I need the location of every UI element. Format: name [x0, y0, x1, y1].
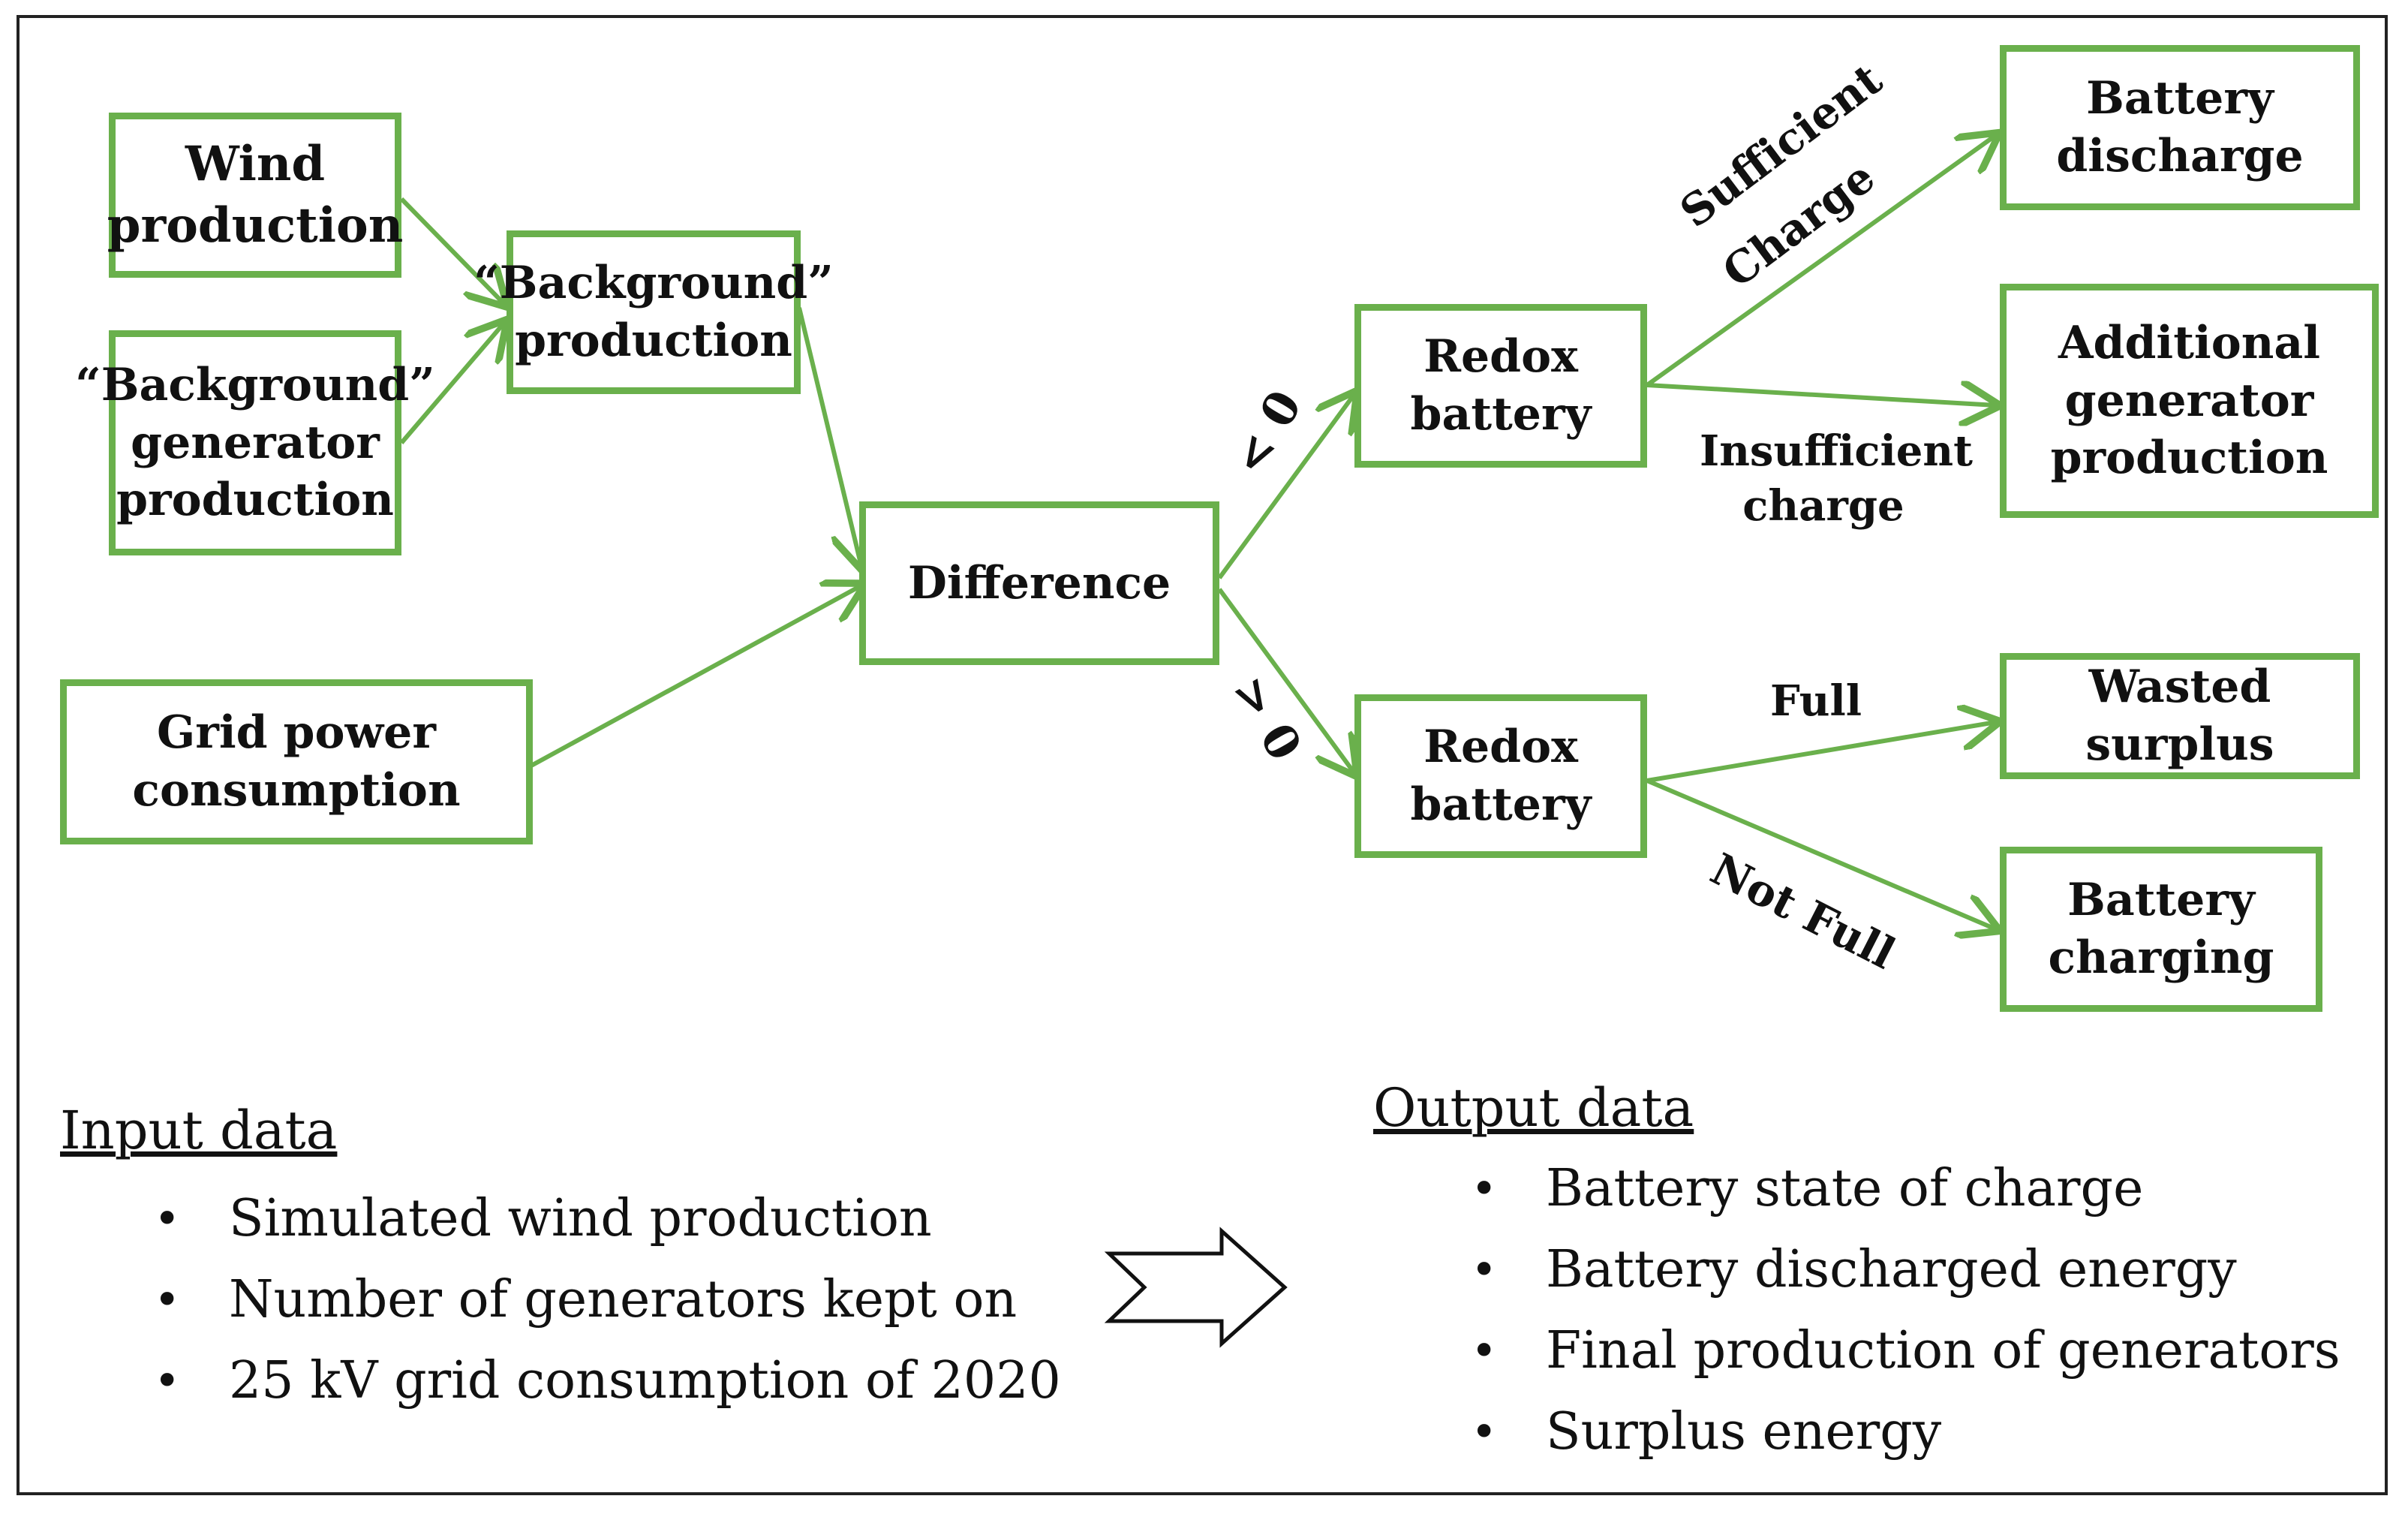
- battery-charging-label: Battery charging: [2048, 874, 2274, 984]
- list-item: • Number of generators kept on: [146, 1260, 1061, 1341]
- list-item: • Surplus energy: [1463, 1392, 2340, 1473]
- redox-battery-lower-box: Redox battery: [1354, 694, 1647, 858]
- bullet-icon: •: [154, 1355, 181, 1407]
- list-item: • Battery state of charge: [1463, 1148, 2340, 1230]
- list-item-text: Battery state of charge: [1546, 1159, 2144, 1218]
- wasted-surplus-label: Wasted surplus: [2085, 661, 2274, 771]
- grid-power-consumption-box: Grid power consumption: [60, 679, 533, 844]
- battery-discharge-box: Battery discharge: [2000, 45, 2360, 210]
- list-item-text: Number of generators kept on: [229, 1270, 1018, 1329]
- diagram-frame: [17, 15, 2388, 1495]
- background-generator-production-label: “Background” generator production: [75, 358, 435, 527]
- arrow-grid-to-difference: [530, 585, 861, 768]
- background-production-box: “Background” production: [473, 230, 834, 394]
- redox-battery-lower-label: Redox battery: [1410, 721, 1592, 831]
- bullet-icon: •: [1471, 1406, 1498, 1458]
- wasted-surplus-box: Wasted surplus: [2000, 653, 2360, 779]
- arrow-redox-to-charging: [1646, 778, 1996, 929]
- bullet-icon: •: [154, 1193, 181, 1245]
- list-item: • Final production of generators: [1463, 1311, 2340, 1392]
- arrow-bggen-to-background: [399, 323, 504, 444]
- redox-battery-upper-label: Redox battery: [1410, 330, 1592, 441]
- arrow-background-to-difference: [797, 307, 861, 567]
- arrow-wind-to-background: [399, 197, 504, 304]
- difference-box: Difference: [859, 501, 1219, 665]
- output-data-title: Output data: [1373, 1077, 1694, 1139]
- bullet-icon: •: [1471, 1163, 1498, 1215]
- list-item-text: Final production of generators: [1546, 1321, 2340, 1380]
- battery-discharge-label: Battery discharge: [2056, 72, 2304, 182]
- arrow-difference-to-redox-upper: [1217, 394, 1354, 579]
- output-data-list: • Battery state of charge • Battery discha…: [1463, 1148, 2340, 1473]
- grid-power-consumption-label: Grid power consumption: [132, 706, 461, 817]
- list-item: • 25 kV grid consumption of 2020: [146, 1341, 1061, 1422]
- wind-production-box: Wind production: [107, 113, 404, 278]
- list-item-text: Simulated wind production: [229, 1189, 932, 1248]
- bullet-icon: •: [1471, 1244, 1498, 1296]
- difference-label: Difference: [907, 556, 1171, 610]
- battery-charging-box: Battery charging: [2000, 847, 2322, 1012]
- input-data-list: • Simulated wind production • Number of ge…: [146, 1178, 1061, 1422]
- arrow-difference-to-redox-lower: [1217, 588, 1354, 773]
- list-item-text: Battery discharged energy: [1546, 1240, 2237, 1299]
- input-data-title: Input data: [60, 1100, 338, 1161]
- list-item-text: Surplus energy: [1546, 1402, 1942, 1461]
- background-generator-production-box: “Background” generator production: [75, 330, 435, 555]
- wind-production-label: Wind production: [107, 136, 404, 254]
- insufficient-charge-label: Insufficient charge: [1700, 426, 1973, 531]
- list-item: • Battery discharged energy: [1463, 1230, 2340, 1311]
- full-label: Full: [1769, 676, 1862, 726]
- list-item: • Simulated wind production: [146, 1178, 1061, 1260]
- bullet-icon: •: [154, 1274, 181, 1326]
- list-item-text: 25 kV grid consumption of 2020: [229, 1351, 1061, 1410]
- background-production-label: “Background” production: [473, 257, 834, 367]
- redox-battery-upper-box: Redox battery: [1354, 304, 1647, 468]
- arrow-redox-to-wasted: [1646, 722, 1996, 783]
- bullet-icon: •: [1471, 1325, 1498, 1377]
- arrow-redox-to-discharge: [1646, 135, 1996, 387]
- additional-generator-production-box: Additional generator production: [2000, 284, 2379, 518]
- arrow-redox-to-additional: [1646, 385, 1996, 405]
- hollow-right-arrow-icon: [1104, 1227, 1288, 1348]
- additional-generator-production-label: Additional generator production: [2050, 316, 2328, 485]
